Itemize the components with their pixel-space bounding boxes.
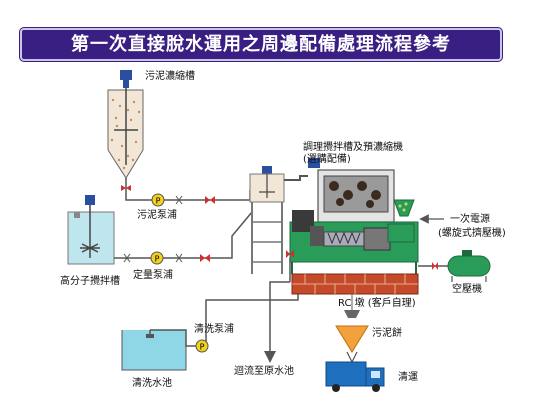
svg-text:P: P [155,255,160,264]
title-banner: 第一次直接脫水運用之周邊配備處理流程參考 [20,28,502,61]
valve-icon [432,262,438,270]
wash-tank [121,330,187,371]
sludge-cake [335,294,369,364]
rc-base [291,273,419,295]
svg-text:P: P [156,197,161,206]
sludge-thickening-tank-label: 污泥濃縮槽 [145,69,195,82]
check-valve-icon [175,253,183,263]
polymer-mixing-tank-label: 高分子攪拌槽 [60,274,120,287]
valve-icon [286,250,294,258]
motor-icon [85,195,95,205]
transport-label: 清運 [398,370,418,383]
motor-icon [120,70,132,80]
primary-power-label: 一次電源 [450,212,490,225]
wash-pump: P [195,339,209,353]
return-to-raw-label: 迴流至原水池 [234,364,294,377]
sludge-pump: P [151,193,165,207]
rc-base-label: RC 墩 (客戶自理) [338,296,416,309]
valve-icon [205,196,215,204]
motor-icon [262,166,272,174]
air-compressor [418,250,491,282]
pre-thickener [308,158,415,223]
optional-equipment-label: (選購配備) [303,152,351,165]
metering-pump-label: 定量泵浦 [133,268,173,281]
check-valve-icon [123,253,131,263]
wash-tank-label: 清洗水池 [132,376,172,389]
check-valve-icon [175,195,183,205]
air-compressor-label: 空壓機 [452,282,482,295]
sludge-pipe [125,190,251,201]
sludge-cake-label: 污泥餅 [372,326,402,339]
transport-truck [325,361,385,392]
conditioning-tank [249,166,308,274]
polymer-pipe [114,211,253,259]
metering-pump: P [150,251,164,265]
sludge-thickening-tank [107,70,144,191]
sludge-pump-label: 污泥泵浦 [137,208,177,221]
conditioning-tank-label: 調理攪拌槽及預濃縮機 [303,140,403,153]
screw-press-label: (螺旋式擠壓機) [438,226,506,239]
motor-icon [292,210,314,232]
wash-pump-label: 清洗泵浦 [194,322,234,335]
valve-icon [121,185,131,191]
page-title: 第一次直接脫水運用之周邊配備處理流程參考 [71,34,451,55]
return-pipe [269,258,291,350]
screw-press [289,210,419,274]
svg-text:P: P [200,343,205,352]
valve-icon [200,254,210,262]
polymer-mixing-tank [67,195,115,265]
